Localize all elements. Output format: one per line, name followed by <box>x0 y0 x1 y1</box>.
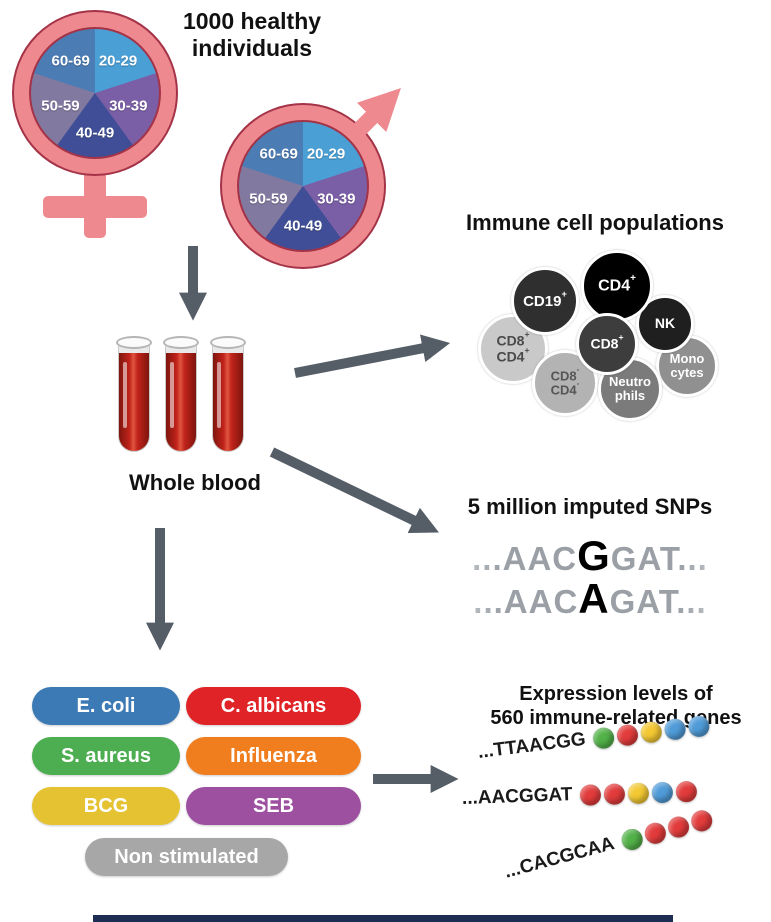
expression-bead <box>652 781 674 803</box>
snp-prefix: ...AAC <box>472 540 578 577</box>
whole-blood-label: Whole blood <box>129 470 261 495</box>
age-slice-label: 60-69 <box>51 52 90 70</box>
age-slice-label: 40-49 <box>283 217 323 235</box>
gene-row-3: ...CACGCAA <box>502 807 715 884</box>
tube-rim <box>210 336 246 349</box>
male-circle-ring: 20-29 30-39 40-49 50-59 60-69 <box>220 103 386 269</box>
cohort-title-line2: individuals <box>191 35 313 62</box>
stimulus-c-albicans: C. albicans <box>186 687 361 725</box>
male-symbol: 20-29 30-39 40-49 50-59 60-69 <box>220 103 390 273</box>
age-slice-label: 20-29 <box>306 145 346 163</box>
stimulus-seb: SEB <box>186 787 361 825</box>
bottom-banner <box>93 915 673 922</box>
expression-bead <box>688 807 715 834</box>
expression-bead <box>619 826 645 852</box>
age-slice-label: 30-39 <box>317 190 356 208</box>
expression-bead <box>628 781 650 804</box>
expression-bead <box>663 717 688 741</box>
age-slice-label: 50-59 <box>249 190 288 208</box>
expression-bead <box>592 725 616 750</box>
blood-tube-1 <box>115 336 153 454</box>
age-slice-label: 60-69 <box>259 145 298 163</box>
snp-variant-allele: A <box>578 575 610 622</box>
expression-title: Expression levels of 560 immune-related … <box>462 683 770 730</box>
cell-cd19: CD19+ <box>511 267 579 335</box>
female-age-pie-chart: 20-29 30-39 40-49 50-59 60-69 <box>29 27 161 159</box>
cohort-title-line1: 1000 healthy <box>182 8 322 34</box>
snp-sequence-2: ...AACAGAT... <box>420 575 760 623</box>
stimulus-e-coli: E. coli <box>32 687 180 725</box>
female-circle-ring: 20-29 30-39 40-49 50-59 60-69 <box>12 10 178 176</box>
expression-bead <box>616 722 640 747</box>
age-slice-label: 30-39 <box>109 97 148 115</box>
gene-sequence: ...CACGCAA <box>502 833 617 883</box>
tube-rim <box>116 336 152 349</box>
stimulus-s-aureus: S. aureus <box>32 737 180 775</box>
age-slice-label: 50-59 <box>41 97 80 115</box>
tube-highlight <box>123 362 127 428</box>
arrow-blood-to-cells <box>294 334 451 378</box>
female-symbol-crossbar <box>43 196 147 218</box>
expression-bead <box>665 813 692 840</box>
expression-bead <box>580 783 602 806</box>
cohort-title: 1000 healthy individuals <box>157 8 347 62</box>
expression-bead <box>642 819 669 846</box>
stimulus-bcg: BCG <box>32 787 180 825</box>
tube-rim <box>163 336 199 349</box>
gene-sequence: ...TTAACGG <box>476 728 587 763</box>
snp-variant-allele: G <box>577 532 611 579</box>
age-slice-label: 20-29 <box>98 52 138 70</box>
blood-tube-3 <box>209 336 247 454</box>
tube-highlight <box>170 362 174 428</box>
immune-cells-title: Immune cell populations <box>466 210 724 235</box>
female-symbol: 20-29 30-39 40-49 50-59 60-69 <box>12 10 182 250</box>
expression-bead <box>604 782 626 805</box>
expression-bead <box>639 719 664 744</box>
cell-cd8: CD8+ <box>576 313 638 375</box>
snp-suffix: GAT... <box>609 583 707 620</box>
snp-suffix: GAT... <box>610 540 708 577</box>
snps-title: 5 million imputed SNPs <box>467 494 713 519</box>
expression-title-line1: Expression levels of <box>519 683 713 705</box>
gene-row-2: ...AACGGAT <box>462 780 698 810</box>
arrow-blood-to-snps <box>269 447 439 534</box>
gene-sequence: ...AACGGAT <box>461 784 573 809</box>
stimulus-influenza: Influenza <box>186 737 361 775</box>
expression-bead <box>675 780 698 803</box>
cell-cd4: CD4+ <box>581 250 653 322</box>
tube-highlight <box>217 362 221 428</box>
age-slice-label: 40-49 <box>75 124 115 142</box>
male-age-pie-chart: 20-29 30-39 40-49 50-59 60-69 <box>237 120 369 252</box>
expression-bead <box>687 714 711 738</box>
snp-prefix: ...AAC <box>473 583 579 620</box>
snp-sequence-1: ...AACGGAT... <box>420 532 760 580</box>
stimulus-non-stimulated: Non stimulated <box>85 838 288 876</box>
blood-tube-2 <box>162 336 200 454</box>
